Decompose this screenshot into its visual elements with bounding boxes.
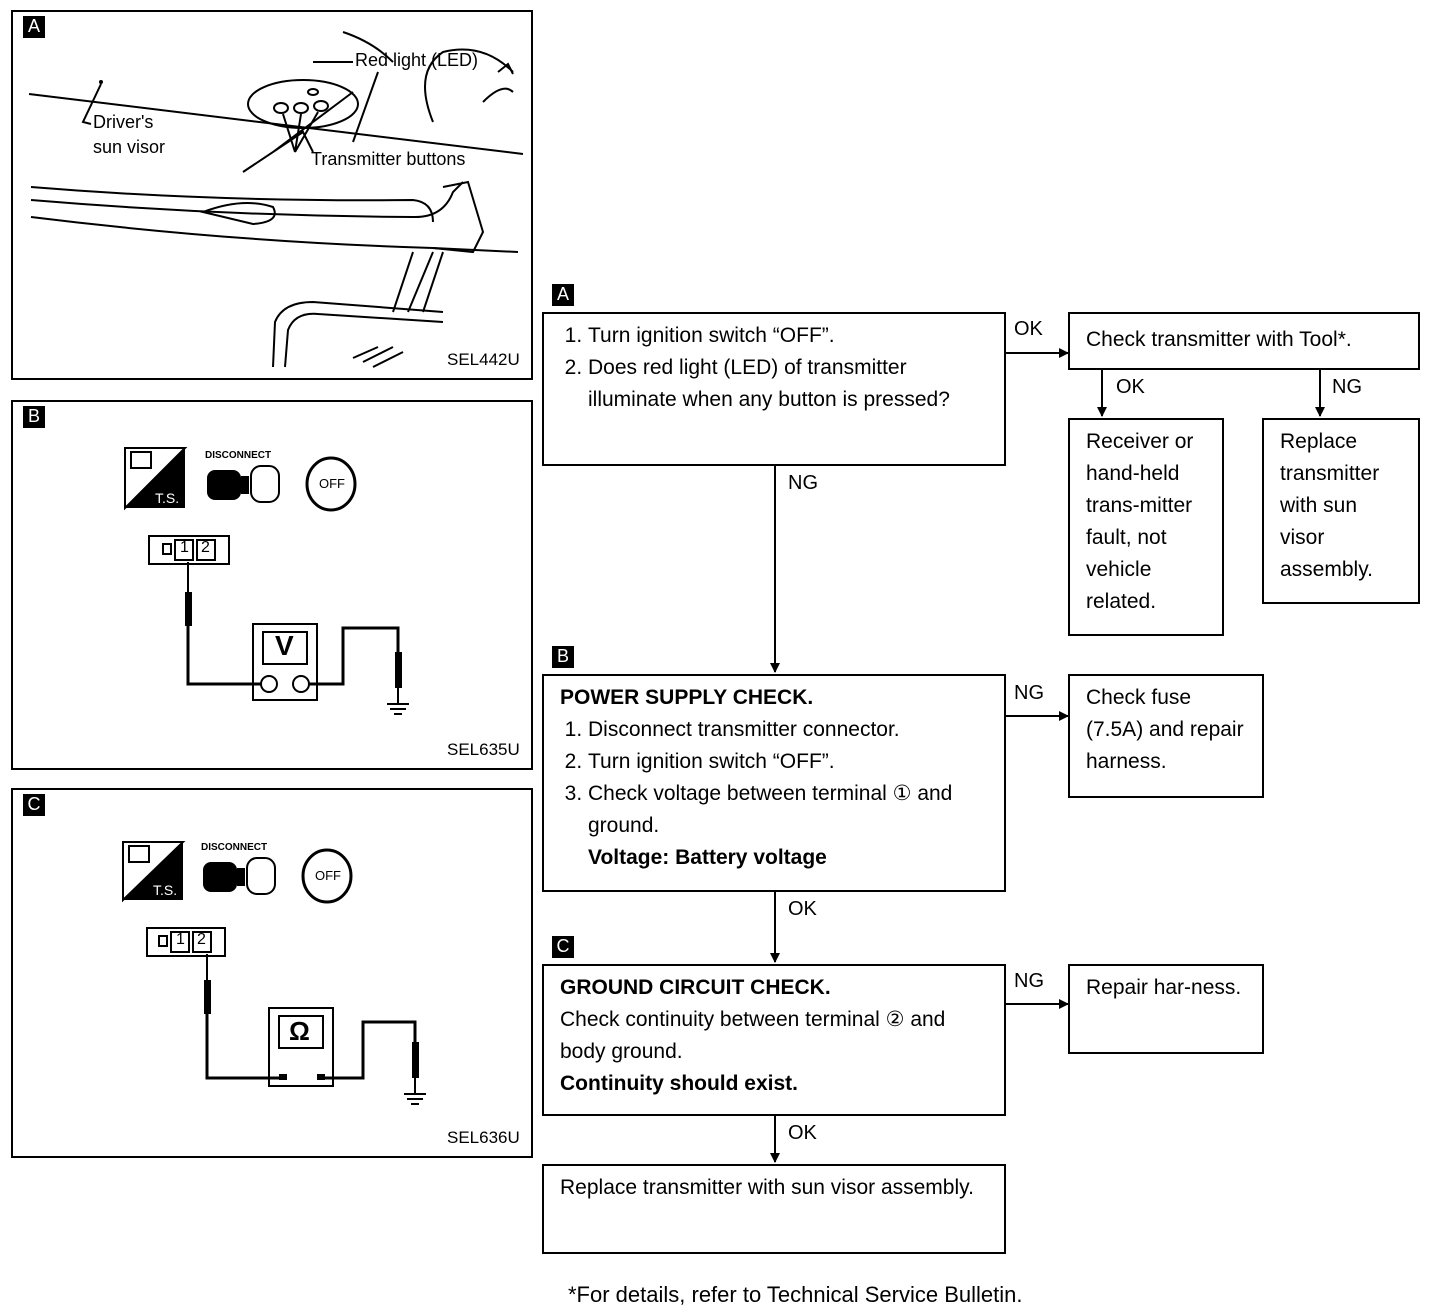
panel-a-illustration: A Red lig: [11, 10, 533, 380]
drivers-label: Driver's: [93, 112, 154, 132]
receiver-fault-box: Receiver or hand-held trans-mitter fault…: [1068, 418, 1224, 636]
off-text: OFF: [319, 476, 345, 491]
disconnect-text: DISCONNECT: [201, 842, 268, 853]
sun-visor-label: sun visor: [93, 137, 166, 157]
step-a-box: Turn ignition switch “OFF”. Does red lig…: [542, 312, 1006, 466]
final-box: Replace transmitter with sun visor assem…: [542, 1164, 1006, 1254]
ok-label-a: OK: [1014, 318, 1043, 340]
step-b-spec: Voltage: Battery voltage: [588, 846, 827, 869]
repair-harness-box: Repair har-ness.: [1068, 964, 1264, 1054]
repair-harness-text: Repair har-ness.: [1086, 976, 1242, 999]
final-text: Replace transmitter with sun visor assem…: [560, 1176, 974, 1199]
replace-transmitter-text: Replace transmitter with sun visor assem…: [1280, 430, 1380, 581]
pin-2-text: 2: [197, 931, 206, 948]
panel-c-continuity-check: C T.S. DISCONNECT OFF 1 2 Ω SEL636U: [11, 788, 533, 1158]
step-c-title: GROUND CIRCUIT CHECK.: [560, 976, 831, 999]
step-a-item-2: Does red light (LED) of transmitter illu…: [588, 352, 990, 416]
step-c-box: GROUND CIRCUIT CHECK. Check continuity b…: [542, 964, 1006, 1116]
pin-1-text: 1: [176, 931, 185, 948]
ok-label-tool: OK: [1116, 376, 1145, 398]
receiver-fault-text: Receiver or hand-held trans-mitter fault…: [1086, 430, 1194, 613]
footnote: *For details, refer to Technical Service…: [568, 1282, 1023, 1307]
panel-b-code: SEL635U: [447, 740, 520, 759]
voltage-check-diagram: [124, 447, 409, 715]
step-b-item-2: Turn ignition switch “OFF”.: [588, 746, 990, 778]
continuity-check-diagram: [122, 841, 426, 1105]
transmitter-buttons-label: Transmitter buttons: [311, 149, 466, 169]
ts-text: T.S.: [153, 882, 178, 898]
ohmmeter-symbol: Ω: [289, 1016, 310, 1046]
step-c-spec: Continuity should exist.: [560, 1072, 799, 1095]
ng-label-c: NG: [1014, 970, 1044, 992]
check-tool-text: Check transmitter with Tool*.: [1086, 328, 1352, 351]
check-fuse-text: Check fuse (7.5A) and repair harness.: [1086, 686, 1244, 773]
step-b-tag: B: [552, 646, 574, 668]
ok-label-c: OK: [788, 1122, 817, 1144]
step-a-item-1: Turn ignition switch “OFF”.: [588, 320, 990, 352]
panel-b-voltage-check: B T.S. DISCONNECT OFF 1 2 V SEL635U: [11, 400, 533, 770]
voltmeter-symbol: V: [275, 630, 294, 661]
ng-label-tool: NG: [1332, 376, 1362, 398]
ts-text: T.S.: [155, 490, 180, 506]
step-b-item-3: Check voltage between terminal ① and gro…: [588, 778, 990, 842]
ok-label-b: OK: [788, 898, 817, 920]
panel-c-tag: C: [23, 794, 45, 816]
step-c-tag: C: [552, 936, 574, 958]
panel-a-code: SEL442U: [447, 350, 520, 369]
step-a-tag: A: [552, 284, 574, 306]
off-text: OFF: [315, 868, 341, 883]
check-fuse-box: Check fuse (7.5A) and repair harness.: [1068, 674, 1264, 798]
pin-2-text: 2: [201, 539, 210, 556]
panel-c-code: SEL636U: [447, 1128, 520, 1147]
sun-visor-illustration: [28, 31, 524, 368]
pin-1-text: 1: [180, 539, 189, 556]
panel-b-tag: B: [23, 406, 45, 428]
ng-label-a: NG: [788, 472, 818, 494]
red-light-label: Red light (LED): [355, 50, 479, 70]
step-c-text: Check continuity between terminal ② and …: [560, 1008, 946, 1063]
step-b-title: POWER SUPPLY CHECK.: [560, 686, 814, 709]
disconnect-text: DISCONNECT: [205, 450, 272, 461]
check-tool-box: Check transmitter with Tool*.: [1068, 312, 1420, 370]
replace-transmitter-box: Replace transmitter with sun visor assem…: [1262, 418, 1420, 604]
step-b-box: POWER SUPPLY CHECK. Disconnect transmitt…: [542, 674, 1006, 892]
ng-label-b: NG: [1014, 682, 1044, 704]
step-b-item-1: Disconnect transmitter connector.: [588, 714, 990, 746]
panel-a-tag: A: [23, 16, 45, 38]
